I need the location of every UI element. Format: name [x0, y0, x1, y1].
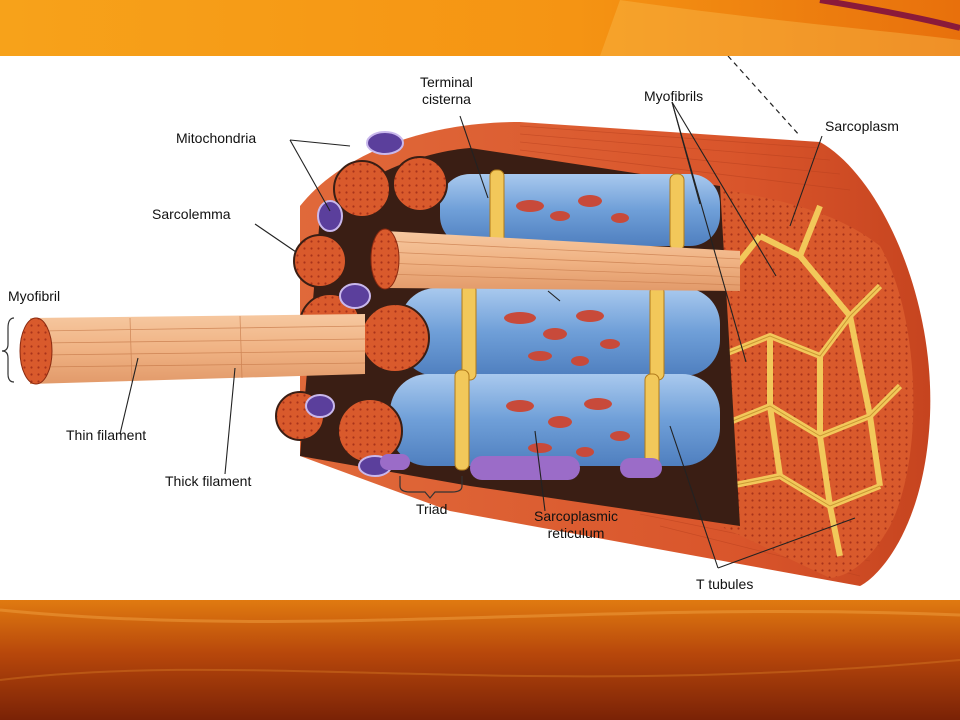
dashed-leader [727, 56, 801, 137]
leader-lines [119, 101, 856, 569]
purple-cisternae [380, 454, 662, 480]
label-mitochondria: Mitochondria [176, 130, 257, 146]
triad-bracket [399, 476, 463, 499]
label-myofibrils: Myofibrils [644, 88, 704, 104]
label-sarcoplasm: Sarcoplasm [825, 118, 899, 134]
label-thick-filament: Thick filament [165, 473, 252, 489]
label-terminal-cisterna: Terminal cisterna [420, 74, 473, 107]
label-thin-filament: Thin filament [66, 427, 147, 443]
myofibril-bracket [1, 317, 15, 383]
diagram-panel: Terminal cisterna Myofibrils Sarcoplasm … [0, 56, 960, 600]
label-sarcolemma: Sarcolemma [152, 206, 231, 222]
label-triad: Triad [416, 501, 448, 517]
label-sarcoplasmic-reticulum: Sarcoplasmic reticulum [534, 508, 619, 541]
label-myofibril: Myofibril [8, 288, 61, 304]
muscle-fiber-diagram [1, 56, 931, 586]
exposed-myofibril-rod [370, 228, 741, 291]
label-t-tubules: T tubules [696, 576, 754, 592]
isolated-myofibril [19, 314, 366, 385]
sr-fenestrations [504, 195, 630, 457]
